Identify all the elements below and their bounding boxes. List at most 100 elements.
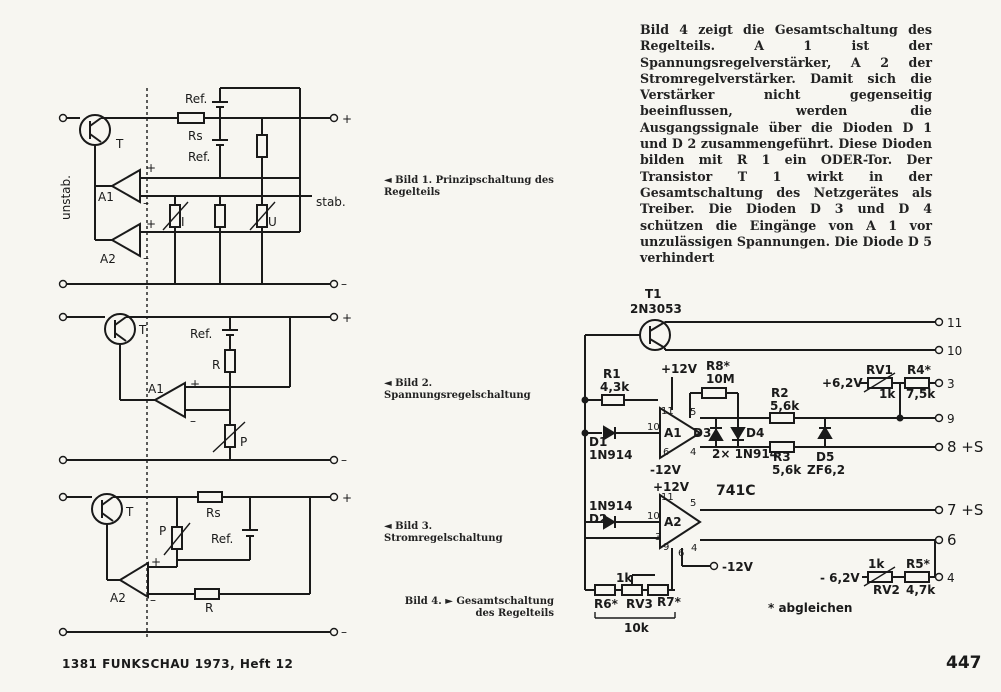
svg-text:10: 10 — [647, 511, 660, 522]
fig4-rv3-label: RV3 — [626, 597, 653, 611]
svg-text:11: 11 — [661, 492, 674, 503]
fig4-rv1-val: 1k — [879, 387, 896, 401]
fig4-rv2-supply: - 6,2V — [820, 571, 860, 585]
svg-text:+: + — [146, 217, 156, 231]
fig2-spannungsregel: + T A1 + – Ref. R P – — [58, 311, 352, 467]
fig4-d1-type: 1N914 — [589, 448, 632, 462]
fig4-r1-label: R1 — [603, 367, 621, 381]
fig4-r5-label: R5* — [906, 557, 931, 571]
fig4-d2-type: 1N914 — [589, 499, 632, 513]
fig4-minus12v-a2: -12V — [722, 560, 754, 574]
fig4-d3-label: D3 — [693, 426, 711, 440]
article-paragraph: Bild 4 zeigt die Gesamtschaltung des Reg… — [640, 22, 932, 266]
fig1-prinzipschaltung: + T unstab. A1 + – A2 + – Ref. Rs Ref. — [58, 87, 352, 640]
fig4-pin6: 6 — [947, 531, 957, 549]
fig1-ref-top-label: Ref. — [185, 92, 207, 106]
svg-text:10: 10 — [647, 422, 660, 433]
fig4-a2-label: A2 — [664, 515, 682, 529]
svg-text:–: – — [341, 277, 347, 291]
fig4-r3-val: 5,6k — [772, 463, 802, 477]
fig4-rv1-supply: +6,2V — [822, 376, 863, 390]
fig2-r-label: R — [212, 358, 220, 372]
svg-text:–: – — [143, 196, 149, 210]
fig3-a2-label: A2 — [110, 591, 126, 605]
page-number: 447 — [946, 653, 982, 673]
fig4-r4-val: 7,5k — [906, 387, 936, 401]
svg-text:–: – — [143, 251, 149, 265]
fig4-r2-label: R2 — [771, 386, 789, 400]
fig2-p-label: P — [240, 435, 247, 449]
fig3-p-label: P — [159, 524, 166, 538]
svg-text:+: + — [342, 311, 352, 325]
fig3-r-label: R — [205, 601, 213, 615]
fig3-t-label: T — [125, 505, 134, 519]
fig4-d5-label: D5 — [816, 450, 834, 464]
fig4-rv2-label: RV2 — [873, 583, 900, 597]
fig4-r4-label: R4* — [907, 363, 932, 377]
fig1-stab-label: stab. — [316, 195, 346, 209]
fig4-r5-val: 4,7k — [906, 583, 936, 597]
fig4-r2-val: 5,6k — [770, 399, 800, 413]
fig3-ref-label: Ref. — [211, 532, 233, 546]
fig1-unstab-label: unstab. — [59, 175, 73, 220]
fig4-pin8: 8 +S — [947, 438, 983, 456]
fig4-plus12v-top: +12V — [661, 362, 698, 376]
fig1-a1-label: A1 — [98, 190, 114, 204]
fig1-rs-label: Rs — [188, 129, 203, 143]
fig1-i-label: I — [181, 215, 185, 229]
fig4-d1-label: D1 — [589, 435, 607, 449]
fig4-d2-label: D2 — [589, 512, 607, 526]
fig4-r8-val: 10M — [706, 372, 735, 386]
fig2-ref-label: Ref. — [190, 327, 212, 341]
svg-text:–: – — [341, 453, 347, 467]
fig4-plus12v-a2: +12V — [653, 480, 690, 494]
fig4-minus12v-a1: -12V — [650, 463, 682, 477]
fig1-plus-label: + — [342, 112, 352, 126]
svg-text:5: 5 — [690, 498, 696, 509]
fig4-total-10k: 10k — [624, 621, 650, 635]
svg-text:+: + — [151, 555, 161, 569]
fig3-stromregel: + T Rs A2 + – P Ref. R – — [58, 491, 352, 639]
svg-text:+: + — [190, 377, 200, 391]
svg-text:5: 5 — [690, 407, 696, 418]
svg-text:+: + — [342, 491, 352, 505]
svg-text:6: 6 — [663, 447, 669, 458]
fig4-a1-label: A1 — [664, 426, 682, 440]
fig4-t1-label: T1 — [645, 287, 662, 301]
caption-bild2: ◄ Bild 2. Spannungsregelschaltung — [384, 378, 531, 401]
fig1-u-label: U — [268, 215, 277, 229]
svg-text:11: 11 — [661, 406, 674, 417]
fig4-rv2-val: 1k — [868, 557, 885, 571]
fig4-pin10: 10 — [947, 344, 962, 358]
fig2-a1-label: A1 — [148, 382, 164, 396]
fig4-pin3: 3 — [947, 377, 955, 391]
fig1-ref-mid-label: Ref. — [188, 150, 210, 164]
fig3-rs-label: Rs — [206, 506, 221, 520]
fig4-pin4: 4 — [947, 571, 955, 585]
fig1-a2-label: A2 — [100, 252, 116, 266]
fig4-d4-label: D4 — [746, 426, 764, 440]
caption-bild3: ◄ Bild 3. Stromregelschaltung — [384, 521, 503, 544]
fig4-d34-type: 2× 1N914 — [712, 447, 778, 461]
svg-text:+: + — [146, 161, 156, 175]
fig4-t1-type: 2N3053 — [630, 302, 682, 316]
fig4-r3-label: R3 — [773, 450, 791, 464]
fig4-r7-label: R7* — [657, 595, 682, 609]
svg-text:9: 9 — [663, 542, 669, 553]
fig2-t-label: T — [138, 323, 147, 337]
fig1-t-label: T — [115, 137, 124, 151]
svg-text:–: – — [150, 593, 156, 607]
fig4-pin9: 9 — [947, 412, 955, 426]
fig4-ic-type: 741C — [716, 483, 756, 499]
fig4-r6-label: R6* — [594, 597, 619, 611]
svg-text:–: – — [341, 625, 347, 639]
fig4-r1-val: 4,3k — [600, 380, 630, 394]
fig4-note: * abgleichen — [768, 601, 852, 615]
svg-text:4: 4 — [690, 447, 696, 458]
caption-bild1: ◄ Bild 1. Prinzipschaltung des Regelteil… — [384, 175, 554, 198]
fig4-gesamtschaltung: T1 2N3053 11 10 R1 4,3k +12V R8* 10M A1 — [581, 287, 983, 635]
footer-magazine: 1381 FUNKSCHAU 1973, Heft 12 — [62, 657, 294, 671]
fig4-pin7: 7 +S — [947, 501, 983, 519]
